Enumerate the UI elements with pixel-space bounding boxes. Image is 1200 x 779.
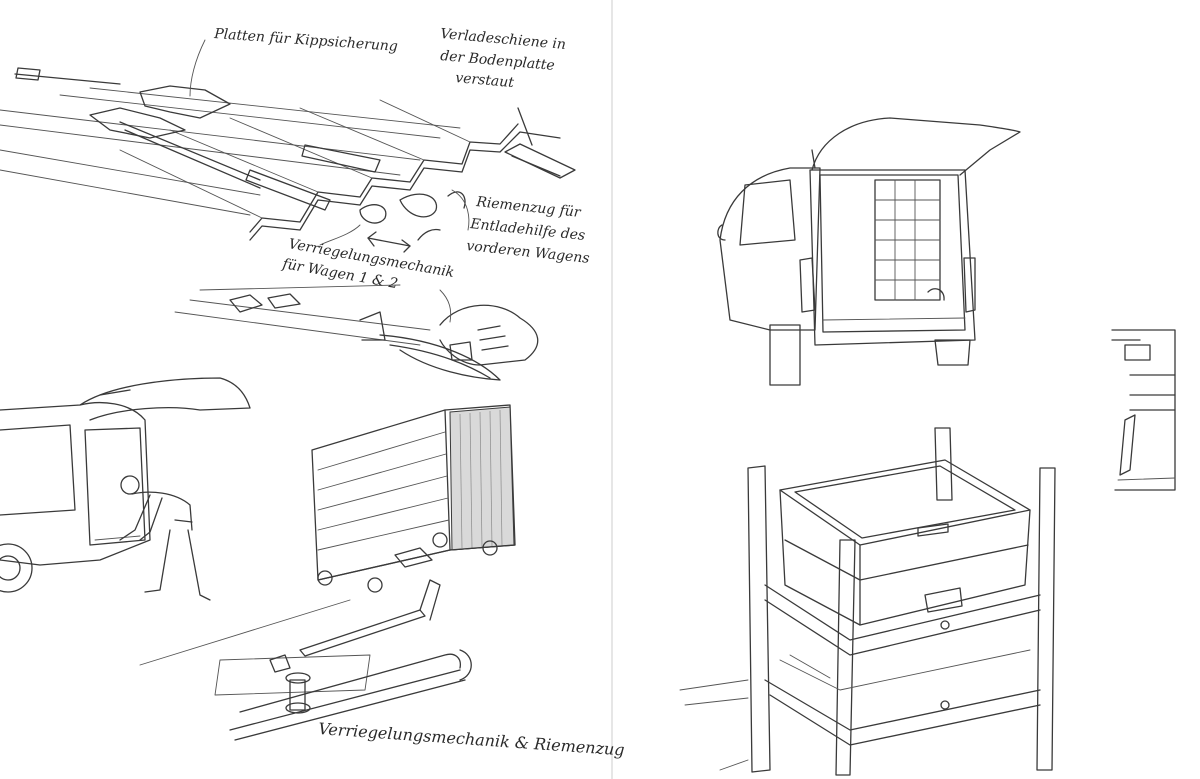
strap-pull-sketch bbox=[174, 284, 539, 381]
bottom-caption: Verriegelungsmechanik & Riemenzug bbox=[318, 719, 625, 759]
locking-mechanism-sketch bbox=[139, 579, 472, 741]
annotation-riemenzug-1: Riemenzug für bbox=[475, 194, 583, 221]
annotation-verladeschiene-3: verstaut bbox=[455, 70, 515, 91]
shelf-cart-sketch bbox=[311, 404, 516, 593]
shelf-with-crate-sketch bbox=[679, 427, 1056, 776]
van-with-person-sketch bbox=[0, 377, 251, 601]
floor-rail-sketch bbox=[0, 39, 576, 253]
van-rear-open-sketch bbox=[717, 117, 1021, 386]
annotation-platten: Platten für Kippsicherung bbox=[213, 26, 399, 55]
partial-cart-sketch bbox=[1111, 329, 1176, 491]
